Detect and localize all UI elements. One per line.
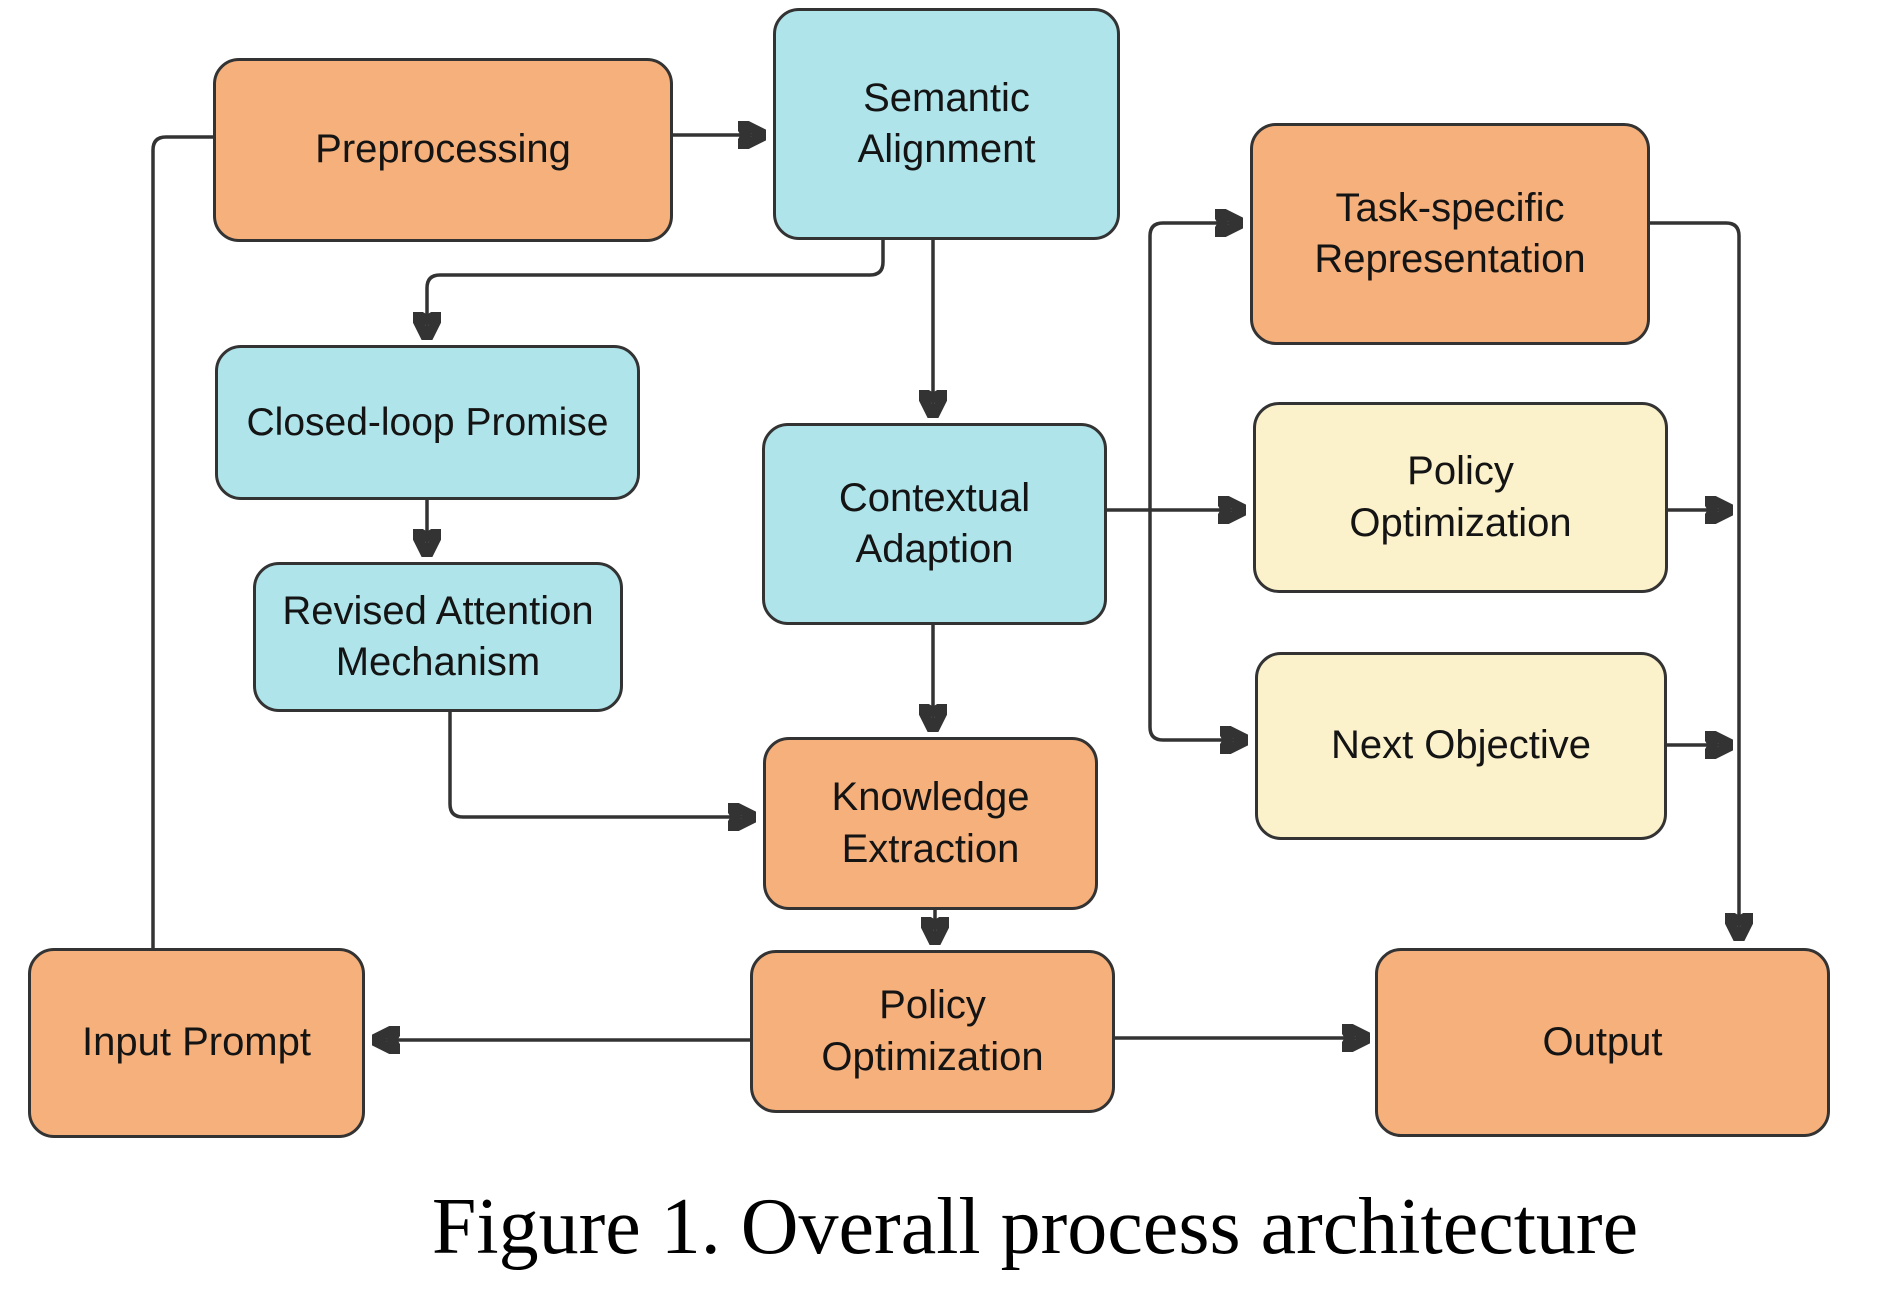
node-closed-loop-promise-label: Closed-loop Promise <box>246 400 609 444</box>
node-task-specific-representation-label: Task-specific Representation <box>1314 185 1586 281</box>
figure-caption: Figure 1. Overall process architecture <box>431 1183 1639 1271</box>
node-policy-optimization-bottom: Policy Optimization <box>750 950 1115 1113</box>
node-contextual-adaption: Contextual Adaption <box>762 423 1107 625</box>
node-output: Output <box>1375 948 1830 1137</box>
node-policy-optimization-mid-label: Policy Optimization <box>1349 449 1572 545</box>
node-policy-optimization-mid: Policy Optimization <box>1253 402 1668 593</box>
edge-contextual-adaption-to-next-objective <box>1148 510 1245 740</box>
edge-semantic-alignment-to-closed-loop <box>427 240 885 337</box>
node-closed-loop-promise: Closed-loop Promise <box>215 345 640 500</box>
node-revised-attention-mechanism: Revised Attention Mechanism <box>253 562 623 712</box>
node-preprocessing: Preprocessing <box>213 58 673 242</box>
node-contextual-adaption-label: Contextual Adaption <box>838 475 1031 571</box>
node-revised-attention-mechanism-label: Revised Attention Mechanism <box>282 588 594 684</box>
edge-contextual-adaption-to-task-specific <box>1148 223 1240 510</box>
node-semantic-alignment: Semantic Alignment <box>773 8 1120 240</box>
node-knowledge-extraction-label: Knowledge Extraction <box>831 775 1030 871</box>
node-next-objective: Next Objective <box>1255 652 1667 840</box>
node-task-specific-representation: Task-specific Representation <box>1250 123 1650 345</box>
node-preprocessing-label: Preprocessing <box>315 127 571 172</box>
edge-input-prompt-to-preprocessing <box>151 135 213 948</box>
node-output-label: Output <box>1542 1019 1663 1064</box>
edge-task-specific-to-output <box>1650 221 1739 938</box>
node-policy-optimization-bottom-label: Policy Optimization <box>821 983 1044 1079</box>
node-knowledge-extraction: Knowledge Extraction <box>763 737 1098 910</box>
node-next-objective-label: Next Objective <box>1330 723 1592 768</box>
node-input-prompt-label: Input Prompt <box>81 1020 311 1065</box>
node-semantic-alignment-label: Semantic Alignment <box>857 75 1036 171</box>
node-input-prompt: Input Prompt <box>28 948 365 1138</box>
edge-revised-attention-to-knowledge-extraction <box>448 712 753 817</box>
